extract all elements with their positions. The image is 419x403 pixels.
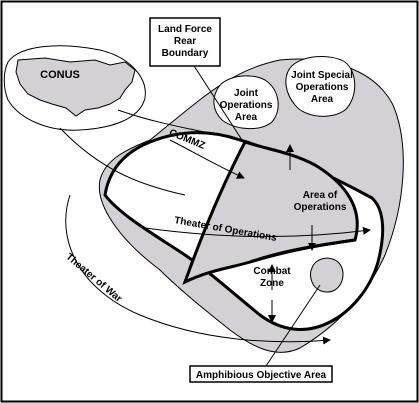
- conus-label: CONUS: [40, 69, 80, 81]
- us-map-shape: [15, 57, 136, 117]
- land-force-label-line3: Boundary: [162, 48, 209, 59]
- land-force-label-line1: Land Force: [158, 24, 212, 35]
- combat-zone-boundary: [249, 238, 356, 264]
- amphibious-objective-area-region: [310, 257, 344, 293]
- joint-special-label-line3: Area: [311, 94, 334, 105]
- combat-zone-label-line1: Combat: [253, 266, 291, 277]
- land-force-label-box: [149, 17, 221, 67]
- joint-ops-label-line1: Joint: [234, 88, 259, 99]
- theater-war-label: Theater of War: [63, 251, 124, 304]
- conus-link-line-lower: [59, 127, 186, 196]
- amphibious-pointer: [261, 284, 321, 373]
- joint-operations-area-region: [213, 75, 279, 129]
- amphibious-label: Amphibious Objective Area: [196, 370, 327, 381]
- joint-ops-label-line3: Area: [235, 112, 258, 123]
- area-ops-label-line1: Area of: [303, 190, 338, 201]
- theater-ops-arrow: [144, 226, 371, 238]
- theater-war-arrow: [65, 194, 331, 345]
- land-force-label-line2: Rear: [174, 36, 196, 47]
- joint-special-label-line1: Joint Special: [291, 70, 353, 81]
- joint-special-operations-area-region: [285, 56, 356, 117]
- commz-arrow: [169, 139, 245, 179]
- joint-special-label-line2: Operations: [296, 82, 349, 93]
- combat-zone-label-line2: Zone: [260, 278, 284, 289]
- area-ops-label-line2: Operations: [294, 202, 347, 213]
- conus-link-line-upper: [117, 109, 251, 143]
- amphibious-label-box: [189, 365, 333, 383]
- joint-ops-label-line2: Operations: [220, 100, 273, 111]
